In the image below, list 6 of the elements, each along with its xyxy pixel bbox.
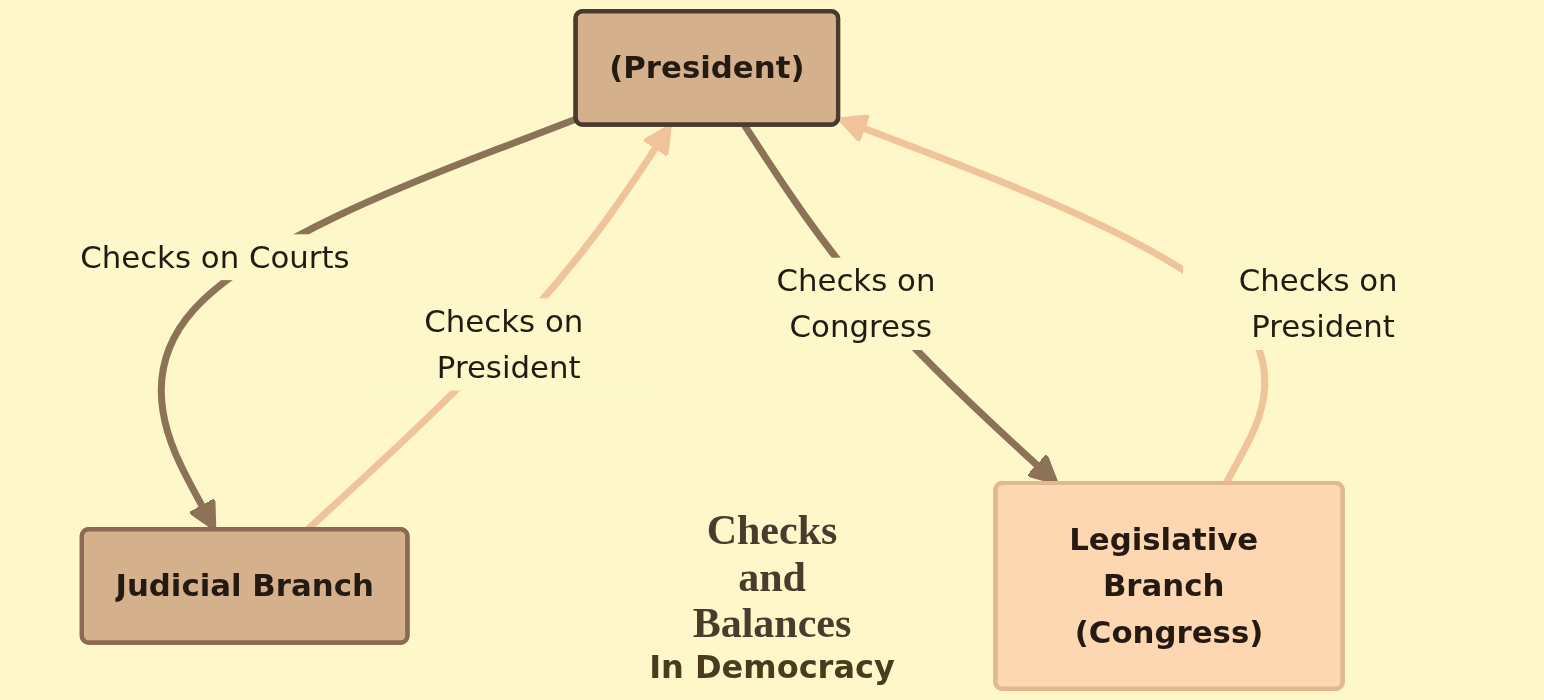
edge-label: Checks on President	[424, 303, 584, 386]
subtitle-text: In Democracy	[649, 648, 895, 686]
diagram-title: Checks and Balances	[691, 507, 853, 646]
edge-label: Checks on Congress	[776, 263, 936, 345]
edge-label: Checks on Courts	[80, 239, 350, 275]
edge-label: Checks on President	[1239, 263, 1398, 345]
